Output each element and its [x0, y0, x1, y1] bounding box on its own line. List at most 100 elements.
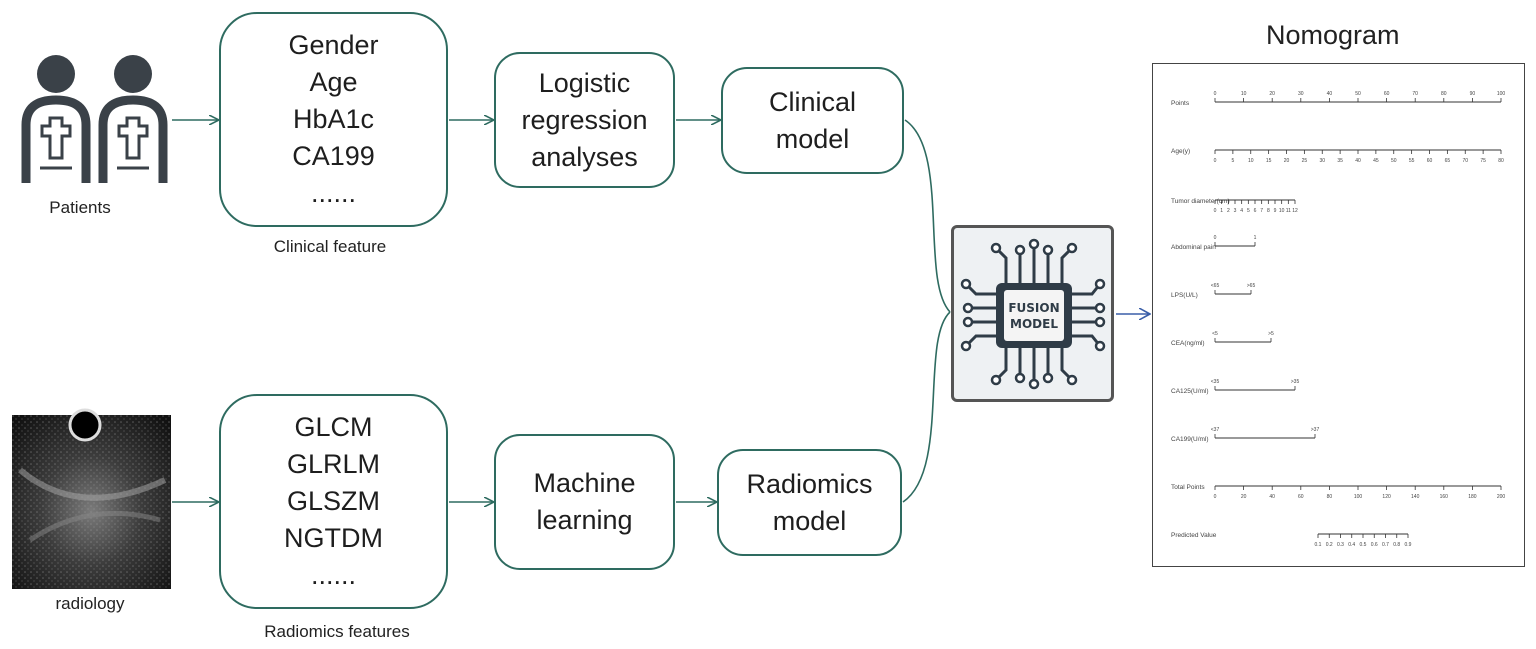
nomogram-tick-label: 30 [1319, 158, 1325, 164]
radiomics-model-box: Radiomics model [717, 449, 902, 556]
nomogram-tick-label: 20 [1241, 494, 1247, 500]
nomogram-tick-label: 1 [1220, 208, 1223, 214]
radiomics-model-line: Radiomics [746, 468, 873, 499]
logistic-line: analyses [531, 141, 638, 172]
clinical-feature-item: ...... [310, 178, 356, 208]
fusion-label-line2: MODEL [1010, 317, 1058, 331]
radiomics-feature-item: ...... [310, 560, 356, 590]
nomogram-tick-label: 0 [1214, 208, 1217, 214]
nomogram-tick-label: 4 [1240, 208, 1243, 214]
nomogram-tick-label: 60 [1427, 158, 1433, 164]
nomogram-tick-label: 15 [1266, 158, 1272, 164]
nomogram-tick-label: 80 [1327, 494, 1333, 500]
curve-radiomics-to-fusion [902, 311, 951, 503]
clinical-model-line: model [775, 123, 850, 154]
nomogram-tick-label: 0.7 [1382, 542, 1389, 548]
clinical-model-line: Clinical [768, 86, 857, 117]
nomogram-tick-label: 180 [1468, 494, 1477, 500]
curve-clinical-to-fusion [904, 119, 951, 313]
nomogram-tick-label: 20 [1269, 91, 1275, 97]
nomogram-tick-label: 8 [1267, 208, 1270, 214]
nomogram-tick-label: <37 [1211, 427, 1220, 433]
nomogram-tick-label: 160 [1440, 494, 1449, 500]
logistic-line: regression [521, 104, 648, 135]
nomogram-tick-label: 70 [1412, 91, 1418, 97]
nomogram-tick-label: 200 [1497, 494, 1506, 500]
nomogram-tick-label: 75 [1480, 158, 1486, 164]
nomogram-tick-label: 0.3 [1337, 542, 1344, 548]
nomogram-row-label: CA125(U/ml) [1171, 388, 1209, 395]
ml-line: Machine [533, 468, 636, 498]
fusion-label-line1: FUSION [1008, 301, 1059, 315]
nomogram-tick-label: 40 [1355, 158, 1361, 164]
nomogram-tick-label: >35 [1291, 379, 1300, 385]
nomogram-tick-label: 90 [1470, 91, 1476, 97]
nomogram-tick-label: 0.9 [1405, 542, 1412, 548]
nomogram-row-label: Tumor diameter(cm) [1171, 198, 1230, 205]
nomogram-tick-label: 80 [1498, 158, 1504, 164]
nomogram-tick-label: 0.6 [1371, 542, 1378, 548]
nomogram-tick-label: 0 [1214, 91, 1217, 97]
radiology-caption: radiology [55, 594, 125, 613]
nomogram-tick-label: >37 [1311, 427, 1320, 433]
clinical-model-box: Clinical model [721, 67, 904, 174]
nomogram-row-label: Points [1171, 100, 1190, 107]
nomogram-tick-label: 9 [1274, 208, 1277, 214]
logistic-line: Logistic [538, 67, 631, 98]
nomogram-tick-label: 60 [1298, 494, 1304, 500]
radiomics-model-line: model [772, 505, 847, 536]
nomogram-tick-label: 11 [1286, 208, 1291, 214]
nomogram-tick-label: 20 [1284, 158, 1290, 164]
nomogram-tick-label: 0.2 [1326, 542, 1333, 548]
nomogram-row-label: LPS(U/L) [1171, 292, 1198, 299]
nomogram-tick-label: 25 [1302, 158, 1308, 164]
nomogram-tick-label: 100 [1497, 91, 1506, 97]
nomogram-title: Nomogram [1266, 20, 1400, 50]
nomogram-tick-label: 6 [1254, 208, 1257, 214]
nomogram-tick-label: 3 [1234, 208, 1237, 214]
nomogram-tick-label: 10 [1248, 158, 1254, 164]
nomogram-tick-label: 10 [1279, 208, 1285, 214]
nomogram-tick-label: <5 [1212, 331, 1218, 337]
nomogram-tick-label: 0.4 [1348, 542, 1355, 548]
radiomics-feature-item: GLCM [294, 412, 373, 442]
radiomics-feature-item: GLSZM [286, 486, 380, 516]
nomogram-tick-label: 60 [1384, 91, 1390, 97]
nomogram-tick-label: 0 [1214, 158, 1217, 164]
nomogram-tick-label: 5 [1231, 158, 1234, 164]
machine-learning-box: Machine learning [494, 434, 675, 570]
nomogram-tick-label: 50 [1355, 91, 1361, 97]
nomogram-tick-label: 12 [1292, 208, 1298, 214]
nomogram-tick-label: 0 [1214, 494, 1217, 500]
nomogram-tick-label: 0.5 [1360, 542, 1367, 548]
nomogram-tick-label: 50 [1391, 158, 1397, 164]
clinical-feature-item: Gender [288, 30, 379, 60]
nomogram-tick-label: 1 [1254, 235, 1257, 241]
clinical-features-caption: Clinical feature [273, 237, 387, 256]
radiomics-feature-item: GLRLM [286, 449, 381, 479]
nomogram-tick-label: 140 [1411, 494, 1420, 500]
nomogram-tick-label: 2 [1227, 208, 1230, 214]
nomogram-tick-label: <35 [1211, 379, 1220, 385]
nomogram-tick-label: 10 [1241, 91, 1247, 97]
clinical-features-box: Gender Age HbA1c CA199 ...... [219, 12, 448, 227]
nomogram-tick-label: 45 [1373, 158, 1379, 164]
nomogram-row-label: Abdominal pain [1171, 244, 1216, 251]
logistic-regression-box: Logistic regression analyses [494, 52, 675, 188]
nomogram-tick-label: 80 [1441, 91, 1447, 97]
nomogram-tick-label: 0.1 [1315, 542, 1322, 548]
nomogram-tick-label: 0.8 [1393, 542, 1400, 548]
patients-caption: Patients [49, 198, 111, 217]
nomogram-tick-label: 120 [1382, 494, 1391, 500]
nomogram-tick-label: >5 [1268, 331, 1274, 337]
nomogram-row-label: Age(y) [1171, 148, 1190, 155]
chip-icon: FUSION MODEL [960, 238, 1106, 390]
nomogram-row-label: CEA(ng/ml) [1171, 340, 1205, 347]
nomogram-row-label: CA199(U/ml) [1171, 436, 1209, 443]
nomogram-row-label: Predicted Value [1171, 532, 1217, 539]
radiomics-features-box: GLCM GLRLM GLSZM NGTDM ...... [219, 394, 448, 609]
clinical-feature-item: Age [309, 67, 358, 97]
